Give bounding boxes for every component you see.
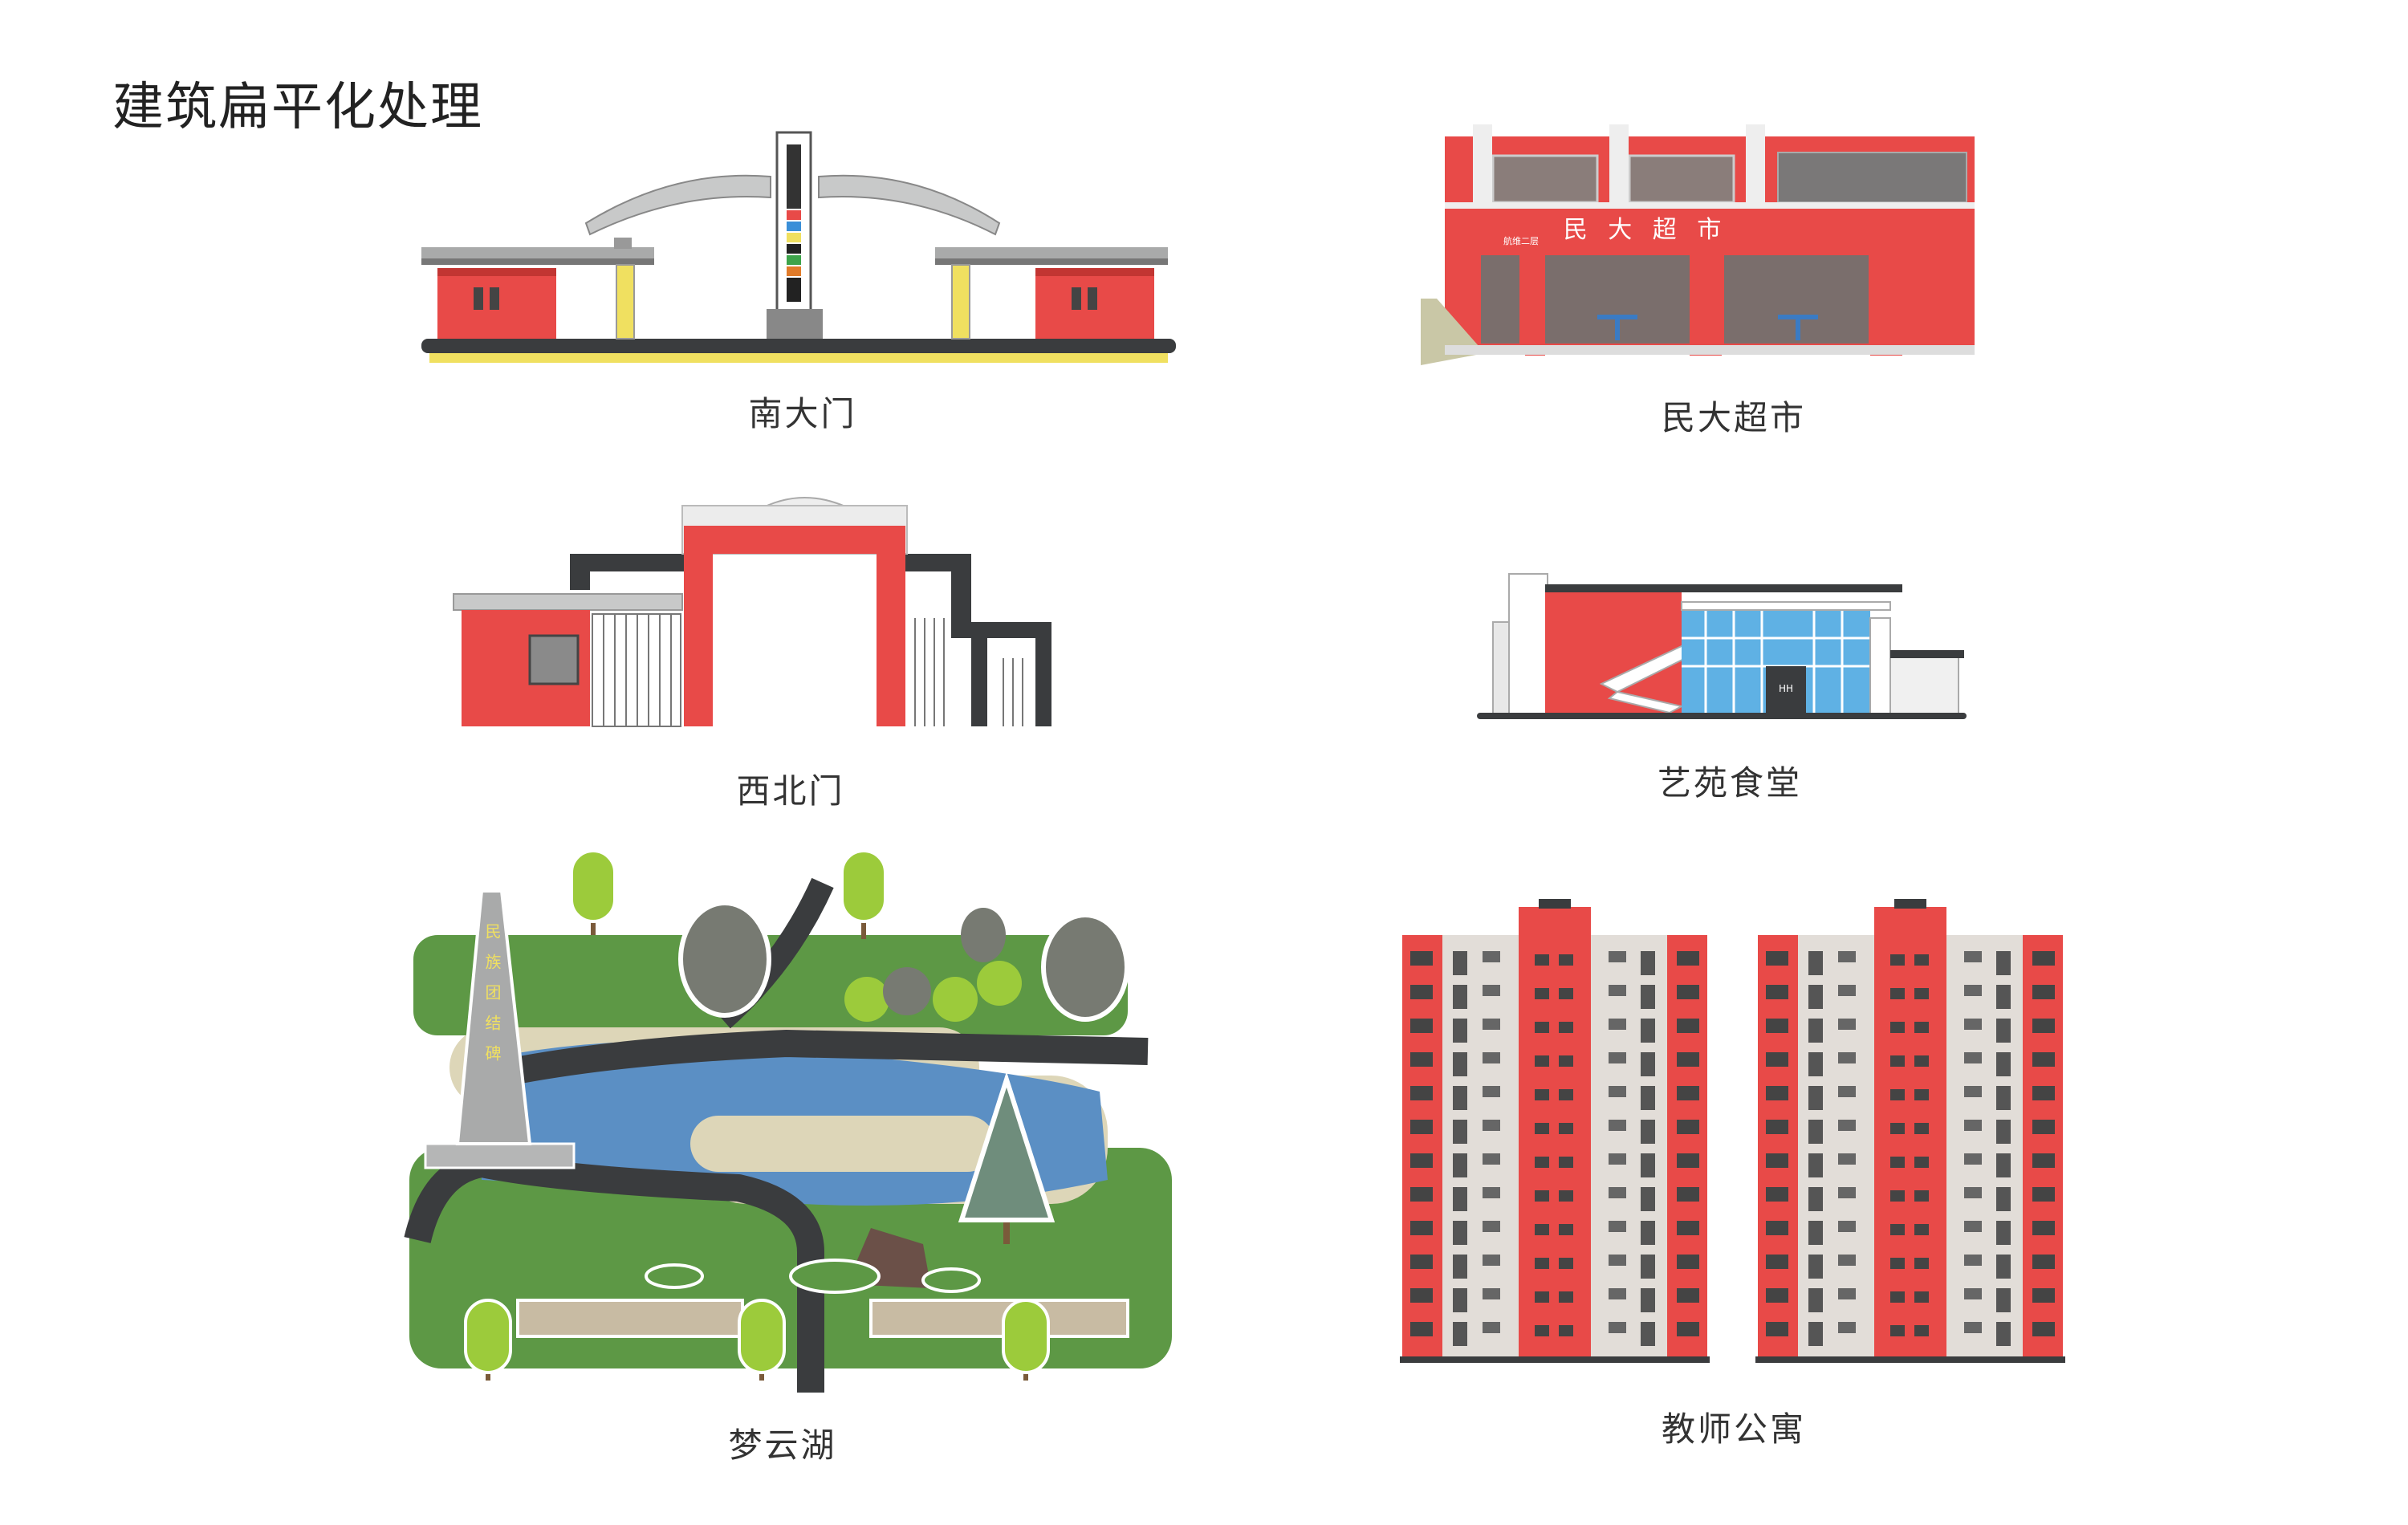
building-label-supermarket: 民大超市: [1662, 398, 1806, 437]
tree-icon: [1002, 1299, 1050, 1381]
supermarket-sign-text: 民 大 超 市: [1564, 216, 1728, 244]
building-label-canteen: 艺苑食堂: [1658, 763, 1802, 803]
supermarket-sign-sub: 航维二层: [1503, 235, 1539, 246]
canteen-door-sign: HH: [1779, 683, 1793, 694]
pine-tree-icon: [958, 1072, 1056, 1244]
south-gate-illustration: [421, 131, 1176, 363]
tree-icon: [844, 908, 1022, 1022]
building-label-lake: 梦云湖: [728, 1425, 836, 1465]
northwest-gate-illustration: [453, 497, 1051, 727]
supermarket-illustration: [1421, 124, 1975, 365]
building-label-northwest-gate: 西北门: [736, 771, 844, 811]
tree-icon: [678, 901, 771, 1018]
building-label-teacher-apartments: 教师公寓: [1662, 1409, 1806, 1449]
lake-illustration: [404, 849, 1172, 1393]
tree-icon: [840, 849, 887, 939]
page-title: 建筑扁平化处理: [112, 78, 483, 137]
tree-icon: [738, 1299, 786, 1381]
canteen-illustration: [1477, 573, 1967, 719]
tree-icon: [570, 849, 616, 935]
building-label-south-gate: 南大门: [748, 394, 856, 433]
monument-text: 民族团结碑: [482, 923, 502, 1076]
tree-icon: [464, 1299, 512, 1381]
tree-icon: [1041, 913, 1129, 1022]
teacher-apartments-illustration: [1400, 899, 2065, 1363]
